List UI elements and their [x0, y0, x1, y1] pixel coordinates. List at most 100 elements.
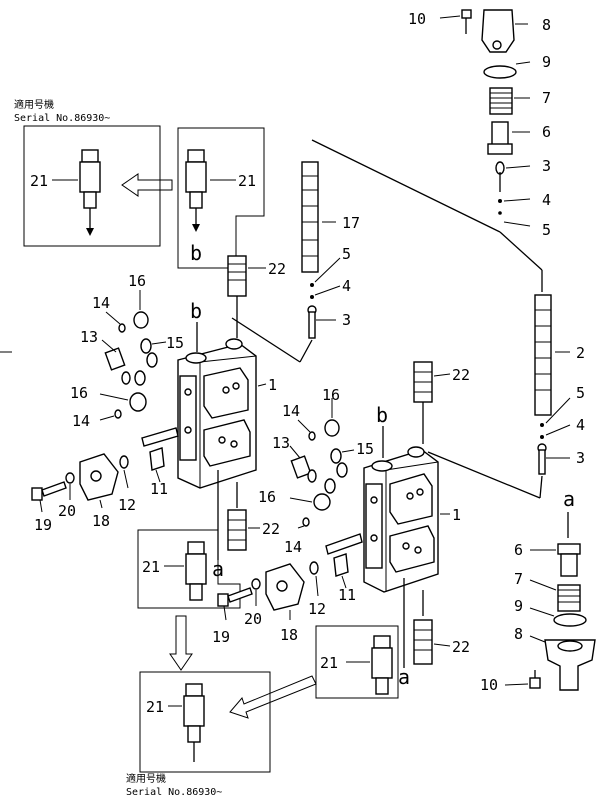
label-20-left: 20	[58, 502, 76, 520]
bolt-19-left	[31, 481, 67, 501]
spool-2	[534, 294, 552, 416]
cartridge-21-box-a-left	[185, 541, 207, 601]
label-19-right: 19	[212, 628, 230, 646]
washer-20-right	[251, 578, 261, 590]
label-9-top: 9	[542, 53, 551, 71]
label-12-right: 12	[308, 600, 326, 618]
letter-b-right: b	[376, 403, 388, 427]
cartridge-21-detail-b	[185, 149, 207, 232]
label-3-mid: 3	[342, 311, 351, 329]
label-13-right: 13	[272, 434, 290, 452]
label-5-mid: 5	[342, 245, 351, 263]
label-4-right: 4	[576, 416, 585, 434]
label-17: 17	[342, 214, 360, 232]
detail-box-a-right	[315, 625, 399, 699]
label-4-top: 4	[542, 191, 551, 209]
label-5-top: 5	[542, 221, 551, 239]
label-16-low-left: 16	[70, 384, 88, 402]
label-8-bottom: 8	[514, 625, 523, 643]
label-6-bottom: 6	[514, 541, 523, 559]
washer-20-left	[65, 472, 75, 484]
o-ring-14-low-left	[114, 409, 122, 419]
label-4-mid: 4	[342, 277, 351, 295]
o-ring-12-left	[119, 455, 129, 469]
valve-block-1-right	[363, 446, 439, 593]
arrow-diagonal	[229, 675, 317, 719]
label-21-serial-top: 21	[30, 172, 48, 190]
seal-15-left	[134, 338, 158, 386]
o-ring-16-low-left	[129, 392, 147, 412]
label-14-top-right: 14	[282, 402, 300, 420]
label-10-top: 10	[408, 10, 426, 28]
piston-6-bottom	[557, 543, 581, 577]
serial-box-top	[23, 125, 161, 247]
arrow-down	[169, 615, 193, 671]
o-ring-12-right	[309, 561, 319, 575]
serial-top-jp: 適用号機	[14, 98, 54, 111]
seal-13-left	[104, 347, 131, 385]
o-ring-14-top-right	[308, 431, 316, 441]
label-3-top: 3	[542, 157, 551, 175]
cartridge-21-serial-bottom	[183, 683, 205, 762]
serial-top-no: Serial No.86930~	[14, 113, 110, 124]
label-3-right: 3	[576, 449, 585, 467]
ball-5-mid	[310, 283, 314, 287]
check-valve-22-upper	[227, 255, 247, 338]
label-21-detail-b: 21	[238, 172, 256, 190]
bolt-19-right	[217, 587, 253, 607]
label-15-right: 15	[356, 440, 374, 458]
pin-3-right	[537, 443, 547, 475]
label-20-right: 20	[244, 610, 262, 628]
label-5-right: 5	[576, 384, 585, 402]
o-ring-14-top-left	[118, 323, 126, 333]
label-22-upper-right: 22	[452, 366, 470, 384]
label-12-left: 12	[118, 496, 136, 514]
o-ring-14-low-right	[302, 517, 310, 527]
ball-4-mid	[310, 295, 314, 299]
label-22-lower-right: 22	[452, 638, 470, 656]
ball-5-top	[498, 211, 502, 215]
ball-4-top	[498, 199, 502, 203]
letter-a-right: a	[563, 487, 575, 511]
letter-b-left: b	[190, 299, 202, 323]
spool-17	[301, 161, 319, 273]
label-1-left: 1	[268, 376, 277, 394]
label-10-bottom: 10	[480, 676, 498, 694]
label-6-top: 6	[542, 123, 551, 141]
label-15-left: 15	[166, 334, 184, 352]
ball-4-right	[540, 435, 544, 439]
label-14-low-left: 14	[72, 412, 90, 430]
detail-box-a-left	[137, 529, 241, 609]
label-21-box-a-right: 21	[320, 654, 338, 672]
label-21-serial-bottom: 21	[146, 698, 164, 716]
valve-block-1-left	[177, 338, 257, 489]
label-7-top: 7	[542, 89, 551, 107]
bolt-10-top	[461, 9, 472, 34]
label-13-left: 13	[80, 328, 98, 346]
label-9-bottom: 9	[514, 597, 523, 615]
seal-15-right	[324, 448, 348, 494]
cap-8-bottom	[544, 639, 596, 691]
flange-18-left	[79, 453, 119, 501]
serial-box-bottom	[139, 671, 271, 773]
label-22-lower-left: 22	[262, 520, 280, 538]
label-21-box-a-left: 21	[142, 558, 160, 576]
label-2: 2	[576, 344, 585, 362]
flange-18-right	[265, 563, 305, 611]
label-16-low-right: 16	[258, 488, 276, 506]
ball-5-right	[540, 423, 544, 427]
o-ring-16-low-right	[313, 493, 331, 511]
check-valve-22-lower-left	[227, 509, 247, 551]
plug-11-left	[141, 427, 179, 471]
label-14-top-left: 14	[92, 294, 110, 312]
letter-a-right-body: a	[398, 665, 410, 689]
arrow-left	[121, 173, 173, 197]
o-ring-9-top	[483, 65, 517, 79]
cartridge-21-box-a-right	[371, 635, 393, 695]
detail-box-b	[177, 127, 265, 269]
label-11-left: 11	[150, 480, 168, 498]
label-19-left: 19	[34, 516, 52, 534]
cartridge-21-serial-top	[79, 149, 101, 236]
label-1-right: 1	[452, 506, 461, 524]
